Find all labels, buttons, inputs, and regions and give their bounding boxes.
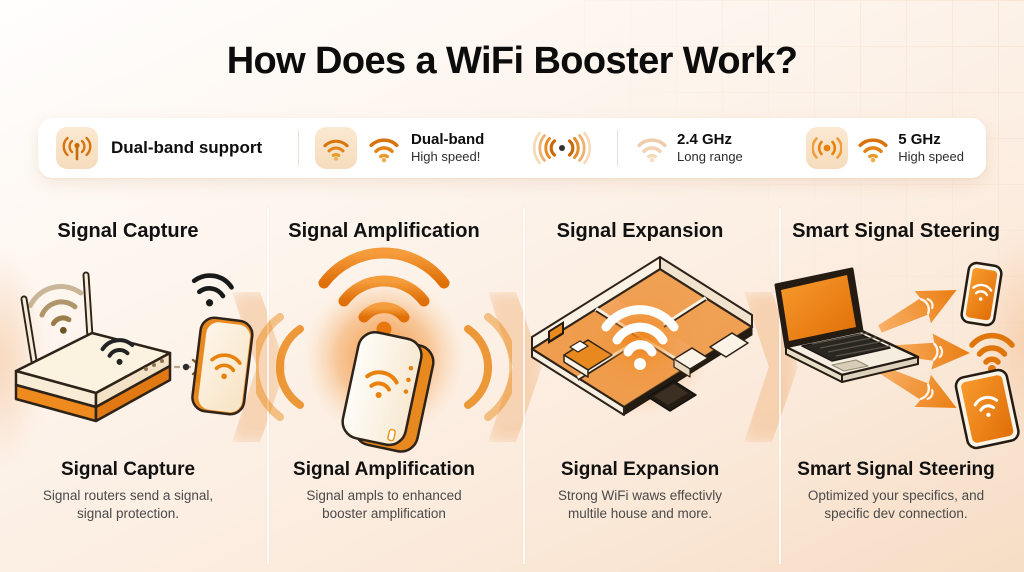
feature-dual-band: Dual-band High speed!: [299, 118, 617, 178]
house-floorplan: [530, 256, 754, 416]
column-divider: [267, 208, 269, 564]
wifi-icon-square: [315, 127, 357, 169]
wifi-icon: [858, 137, 888, 162]
antenna-icon: [62, 136, 92, 161]
column-signal-expansion: Signal Expansion: [512, 212, 768, 572]
step-description: Optimized your specifics, and specific d…: [807, 488, 985, 521]
router-antennas: [20, 271, 94, 365]
step-title-bottom: Signal Amplification: [293, 459, 475, 480]
bar-divider: [298, 130, 299, 166]
page-title: How Does a WiFi Booster Work?: [226, 40, 798, 82]
step-description: Strong WiFi waws effectivly multile hous…: [557, 488, 723, 521]
wifi-icon: [637, 137, 667, 162]
wifi-icon: [972, 283, 993, 301]
radiating-signal-icon: [532, 131, 592, 165]
side-wave-icons: [256, 313, 512, 421]
tablet-device: [954, 368, 1020, 450]
phone-device: [960, 261, 1003, 327]
step-title-bottom: Signal Capture: [60, 459, 196, 480]
wifi-icon: [601, 305, 679, 370]
feature-label: Dual-band: [411, 131, 485, 149]
step-title-bottom: Signal Expansion: [560, 459, 720, 480]
router-signal-icon: [27, 284, 84, 334]
router-device: [14, 331, 172, 423]
laptop-device: [774, 267, 920, 383]
feature-sublabel: High speed: [898, 149, 964, 165]
column-divider: [779, 208, 781, 564]
step-title-top: Signal Amplification: [288, 220, 480, 242]
wifi-icon: [973, 395, 999, 418]
wifi-coverage-house-illustration: [530, 247, 754, 447]
column-smart-signal-steering: Smart Signal Steering: [768, 212, 1024, 572]
bar-divider: [617, 130, 618, 166]
step-description: Signal ampls to enhanced booster amplifi…: [306, 488, 462, 521]
amplified-wifi-icon: [318, 247, 450, 337]
feature-dual-band-support: Dual-band support: [56, 118, 298, 178]
feature-label: 5 GHz: [898, 131, 941, 149]
feature-label: Dual-band support: [111, 138, 263, 157]
step-title-top: Signal Capture: [57, 220, 199, 242]
feature-2-4ghz: 2.4 GHz Long range: [677, 131, 743, 164]
broadcast-icon-square: [806, 127, 849, 169]
step-title-top: Signal Expansion: [556, 220, 724, 242]
feature-bar: Dual-band support Dual-band Hi: [38, 118, 986, 178]
wifi-icon: [210, 353, 242, 380]
wifi-icon: [369, 137, 399, 162]
antenna-icon-square: [56, 127, 98, 169]
feature-sublabel: Long range: [677, 149, 743, 165]
broadcast-icon: [812, 137, 843, 159]
wifi-icon: [323, 139, 349, 161]
wifi-icon: [100, 338, 135, 365]
step-description: Signal routers send a signal, signal pro…: [42, 488, 214, 521]
booster-device: [191, 316, 254, 416]
step-title-top: Smart Signal Steering: [792, 220, 1000, 242]
steps-row: Signal Capture: [0, 212, 1024, 572]
feature-bands: 2.4 GHz Long range: [618, 118, 968, 178]
laptop-steering-illustration: [774, 261, 1020, 450]
feature-label: 2.4 GHz: [677, 131, 733, 149]
step-title-bottom: Smart Signal Steering: [797, 459, 995, 480]
column-divider: [523, 208, 525, 564]
column-signal-amplification: Signal Amplification: [256, 212, 512, 572]
wifi-icon: [365, 370, 399, 399]
feature-sublabel: High speed!: [411, 149, 481, 165]
booster-amplifying-signal-illustration: [256, 247, 512, 459]
feature-5ghz: 5 GHz High speed: [806, 127, 968, 169]
router-sends-signal-to-booster-illustration: [14, 271, 254, 423]
wifi-icon: [969, 332, 1015, 373]
wifi-icon: [191, 273, 234, 307]
booster-device: [341, 331, 435, 453]
column-signal-capture: Signal Capture: [0, 212, 256, 572]
